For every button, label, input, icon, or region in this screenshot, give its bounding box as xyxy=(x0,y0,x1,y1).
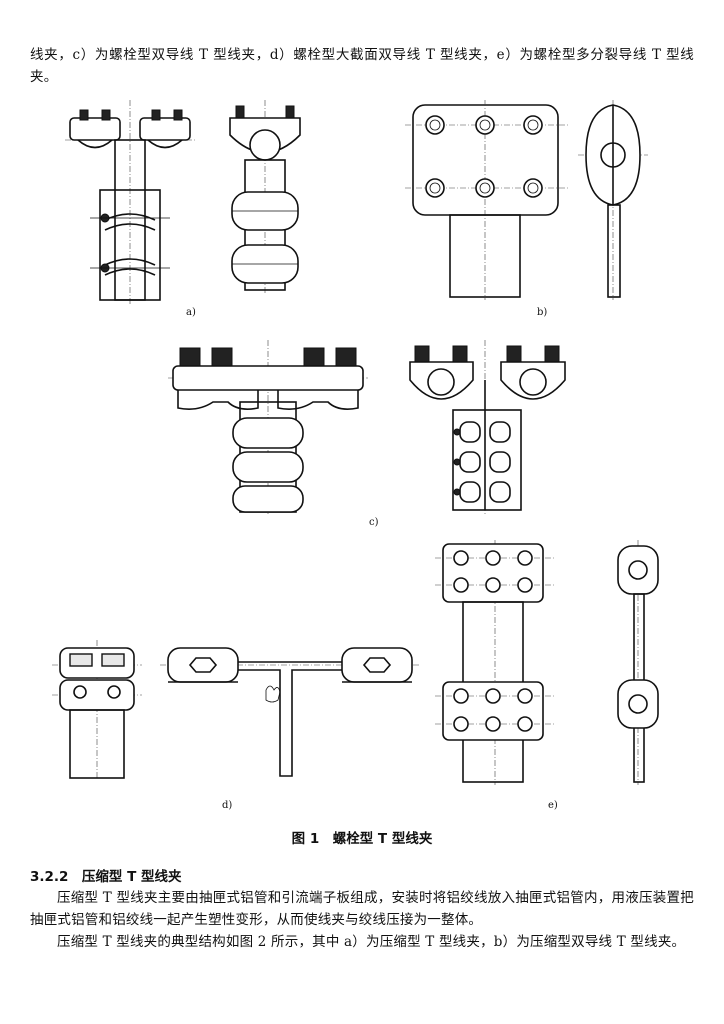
figure-b-side-view xyxy=(578,100,648,300)
figure-c-label: c) xyxy=(369,517,379,528)
figure-c-side-view xyxy=(409,340,566,515)
section-heading: 3.2.2 压缩型 T 型线夹 xyxy=(30,869,182,885)
figure-d-drawing xyxy=(52,640,142,780)
intro-paragraph: 线夹，c）为螺栓型双导线 T 型线夹，d）螺栓型大截面双导线 T 型线夹，e）为… xyxy=(30,47,694,85)
body-paragraph-1: 压缩型 T 型线夹主要由抽匣式铝管和引流端子板组成，安装时将铝绞线放入抽匣式铝管… xyxy=(30,890,694,928)
figure-d-side-view xyxy=(160,647,420,777)
figure-e-side-view xyxy=(617,540,659,785)
figure-a-side-view xyxy=(229,100,301,295)
figure-b-drawing xyxy=(405,100,570,300)
figure-a-label: a) xyxy=(186,307,196,318)
figure-d-label: d) xyxy=(222,800,233,811)
figure-e-label: e) xyxy=(548,800,558,811)
body-paragraph-2: 压缩型 T 型线夹的典型结构如图 2 所示，其中 a）为压缩型 T 型线夹，b）… xyxy=(57,934,686,950)
figure-caption: 图 1 螺栓型 T 型线夹 xyxy=(291,831,433,847)
figure-a-drawing xyxy=(65,100,195,305)
figure-b-label: b) xyxy=(537,307,548,318)
figure-e-drawing xyxy=(435,540,555,785)
figure-c-drawing xyxy=(168,340,368,515)
